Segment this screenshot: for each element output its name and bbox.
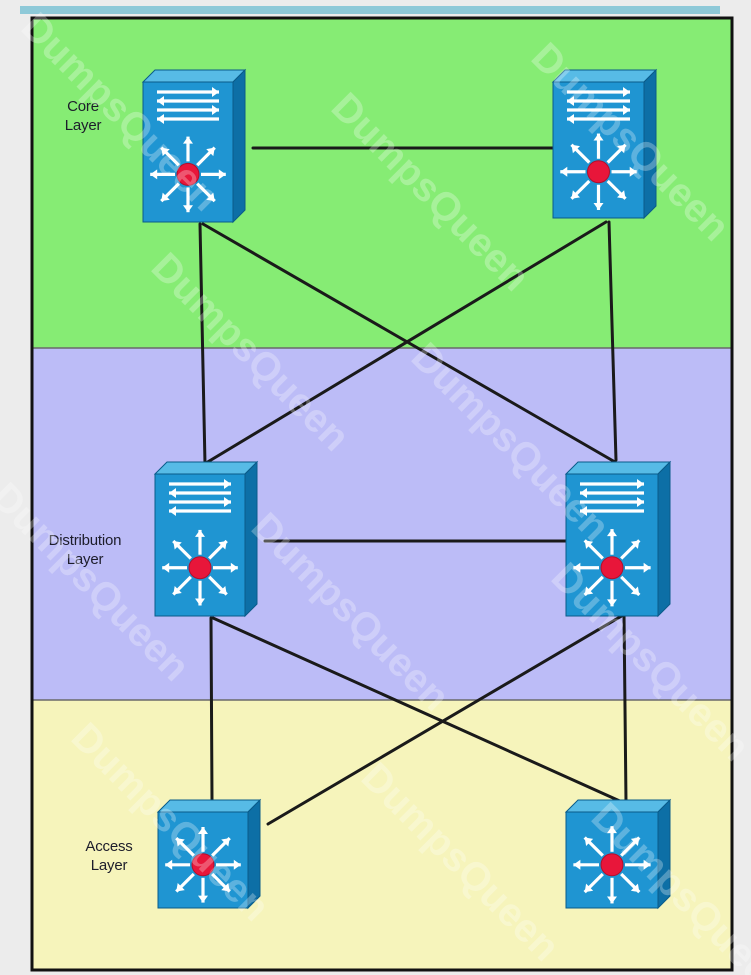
switches-group: [141, 68, 672, 910]
top-edge-strip: [20, 6, 720, 14]
access-layer-label: Access Layer: [72, 837, 146, 875]
diagram-frame: [30, 16, 734, 972]
access-label-line2: Layer: [90, 857, 128, 874]
link-core-right-to-dist-left: [204, 220, 608, 465]
access-right-switch-icon: [564, 798, 672, 910]
core-layer-label: Core Layer: [48, 97, 118, 135]
core-label-line2: Layer: [64, 117, 102, 134]
dist-right-switch-icon: [564, 460, 672, 618]
core-left-switch-icon: [141, 68, 247, 224]
distribution-label-line1: Distribution: [48, 532, 122, 549]
link-dist-right-to-access-right: [622, 612, 628, 804]
core-label-line1: Core: [67, 98, 99, 115]
link-core-right-to-dist-right: [607, 220, 618, 462]
link-core-left-to-dist-left: [198, 222, 207, 466]
link-dist-right-to-access-left: [266, 612, 627, 826]
dist-left-switch-icon: [153, 460, 259, 618]
distribution-layer-label: Distribution Layer: [38, 531, 132, 569]
distribution-label-line2: Layer: [66, 551, 104, 568]
access-label-line1: Access: [85, 838, 133, 855]
links-group: [198, 146, 628, 826]
core-right-switch-icon: [551, 68, 658, 220]
link-dist-left-to-access-right: [211, 616, 624, 804]
link-core-left-to-dist-right: [201, 222, 617, 464]
access-left-switch-icon: [156, 798, 262, 910]
link-dist-left-to-access-left: [209, 616, 214, 802]
